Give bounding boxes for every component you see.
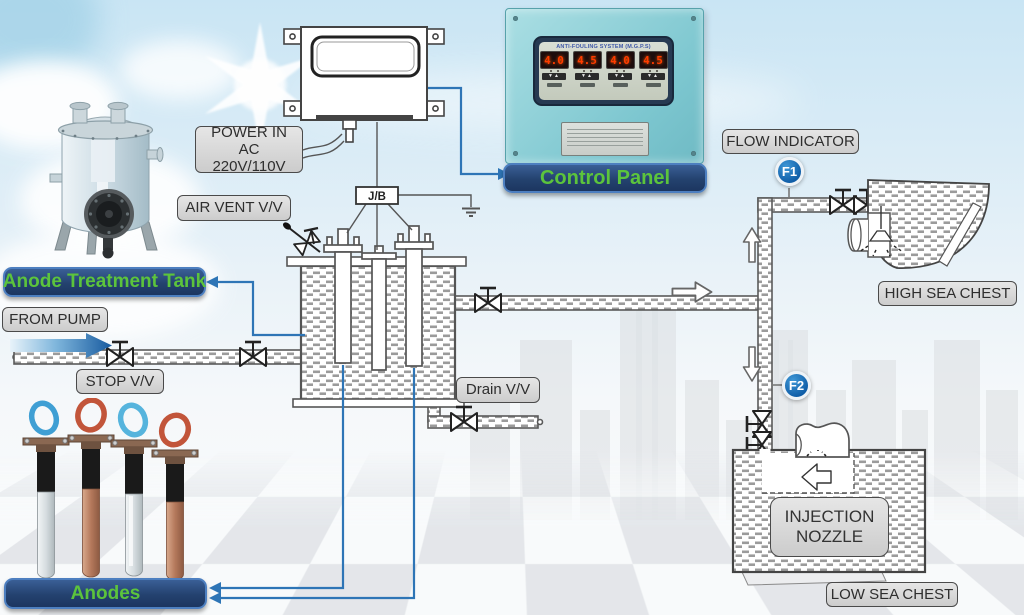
anodes-photo (22, 398, 199, 581)
flow-indicator-label: FLOW INDICATOR (722, 129, 859, 154)
led-reading: 4.0 (605, 51, 635, 69)
led-unit: 4.5 ▼▲ (638, 51, 668, 87)
tank-manhole (84, 189, 134, 239)
anode-treatment-tank-photo (49, 101, 164, 259)
badge-stems (772, 188, 790, 386)
tank-side-nozzle (49, 147, 164, 183)
flow-indicator-f2-badge: F2 (782, 371, 811, 400)
control-panel-display-bezel: ANTI-FOULING SYSTEM (M.G.P.S) 4.0 ▼▲ 4.5… (533, 36, 674, 106)
callout-lines (216, 86, 500, 600)
tank-bottom-drain (102, 238, 114, 259)
treatment-tank-schematic (283, 222, 467, 408)
up-down-buttons: ▼▲ (542, 73, 566, 80)
from-pump-label: FROM PUMP (2, 307, 108, 332)
tank-top-nozzles (69, 101, 129, 124)
anode-rod-1 (22, 400, 70, 579)
anodes-caption: Anodes (4, 578, 207, 609)
tank-callout-line (216, 280, 305, 337)
high-sea-chest-label: HIGH SEA CHEST (878, 281, 1017, 306)
low-sea-chest-label: LOW SEA CHEST (826, 582, 958, 607)
up-down-buttons: ▼▲ (575, 73, 599, 80)
pipes (12, 197, 881, 456)
junction-box: J/B (355, 186, 399, 205)
anode-callout-line-1 (220, 365, 345, 590)
anode-rod-3 (110, 402, 158, 577)
control-panel-photo: ANTI-FOULING SYSTEM (M.G.P.S) 4.0 ▼▲ 4.5… (505, 8, 704, 164)
led-reading: 4.0 (539, 51, 569, 69)
schematic-anode-1 (323, 228, 363, 364)
led-unit: 4.5 ▼▲ (572, 51, 602, 87)
tank-flange (57, 120, 154, 140)
ground-symbol-icon (462, 207, 480, 217)
air-vent-valve (283, 222, 321, 257)
wiring (302, 122, 472, 250)
flow-indicator-f1-badge: F1 (775, 157, 804, 186)
power-in-label: POWER IN AC 220V/110V (195, 124, 303, 175)
anode-rod-2 (67, 398, 115, 578)
schematic-anode-2 (361, 245, 397, 371)
injection-nozzle-symbol (801, 450, 832, 491)
from-pump-flow-arrow (10, 333, 112, 358)
anode-rod-4 (151, 412, 199, 581)
up-down-buttons: ▼▲ (641, 73, 665, 80)
high-sea-chest-drawing (847, 179, 990, 269)
control-panel-callout-line (428, 86, 500, 176)
led-reading: 4.5 (572, 51, 602, 69)
led-unit: 4.0 ▼▲ (605, 51, 635, 87)
control-panel-nameplate (561, 122, 649, 156)
schematic-control-panel (283, 26, 445, 143)
sunburst-icon (205, 22, 315, 148)
cloud (120, 40, 240, 100)
display-title: ANTI-FOULING SYSTEM (M.G.P.S) (556, 44, 651, 50)
air-vent-label: AIR VENT V/V (177, 195, 291, 221)
injection-nozzle-label: INJECTION NOZZLE (770, 497, 889, 557)
anode-treatment-tank-caption: Anode Treatment Tank (3, 267, 206, 297)
up-down-buttons: ▼▲ (608, 73, 632, 80)
junction-box-label: J/B (368, 191, 386, 203)
led-reading: 4.5 (638, 51, 668, 69)
anode-callout-line-2 (220, 368, 416, 600)
schematic-anode-3 (394, 225, 434, 367)
drain-valve-label: Drain V/V (456, 377, 540, 403)
control-panel-caption: Control Panel (503, 163, 707, 193)
led-unit: 4.0 ▼▲ (539, 51, 569, 87)
stop-valve-label: STOP V/V (76, 369, 164, 394)
tank-window (91, 138, 115, 182)
